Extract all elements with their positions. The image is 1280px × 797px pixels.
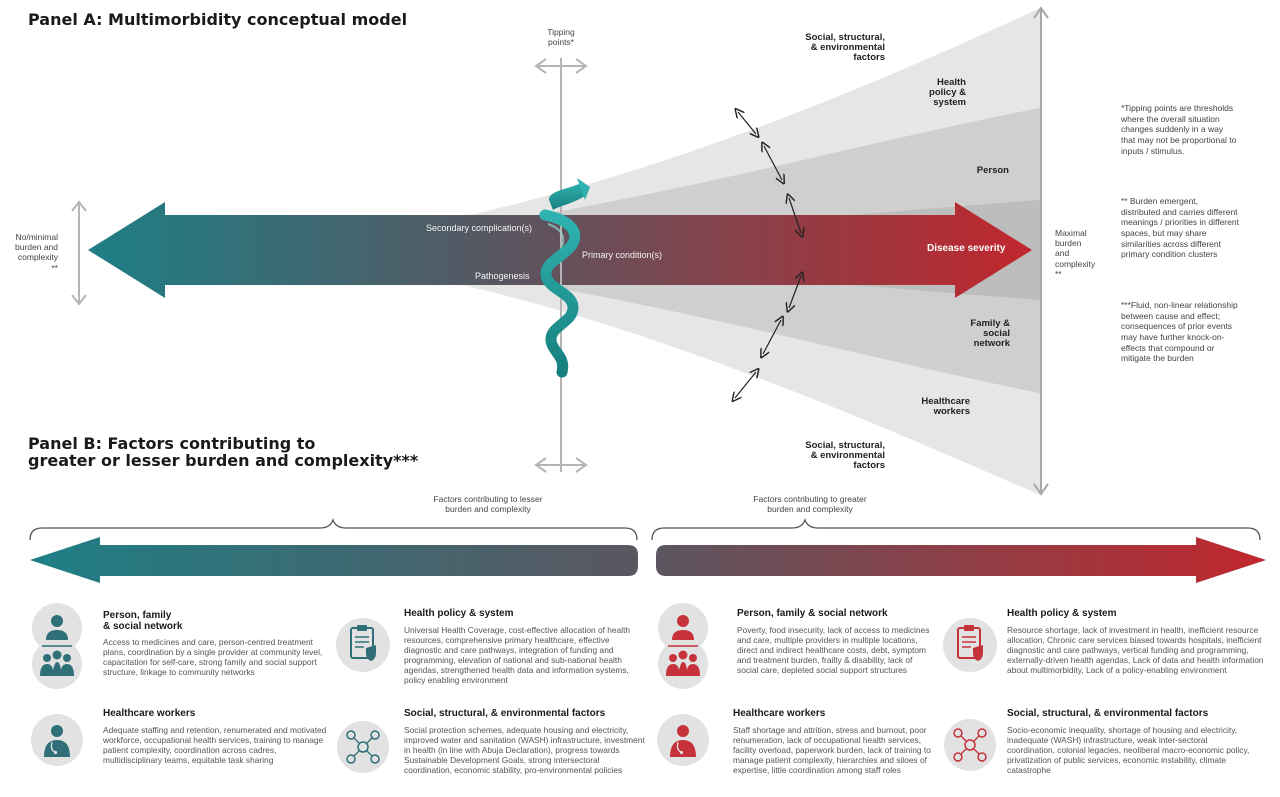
factor-body: Poverty, food insecurity, lack of access… (737, 625, 930, 675)
layer-ssef-top: Social, structural, & environmental fact… (805, 32, 885, 63)
person-family-icon (32, 603, 82, 689)
footnote-tipping: *Tipping points are thresholds where the… (1121, 103, 1237, 156)
footnote-burden: ** Burden emergent, distributed and carr… (1121, 196, 1239, 260)
disease-severity-label: Disease severity (927, 243, 1006, 254)
primary-conditions-label: Primary condition(s) (582, 250, 663, 260)
lesser-factors-label: Factors contributing to lesser burden an… (433, 494, 543, 515)
factor-heading: Social, structural, & environmental fact… (1007, 708, 1209, 719)
greater-person-block: Person, family & social network Poverty,… (737, 608, 935, 676)
panel-a-title: Panel A: Multimorbidity conceptual model (28, 10, 408, 29)
factor-body: Socio-economic inequality, shortage of h… (1007, 725, 1250, 775)
clipboard-shield-icon (336, 618, 390, 672)
layer-family-social: Family & social network (970, 318, 1010, 349)
clipboard-shield-icon (943, 618, 997, 672)
layer-healthcare-workers: Healthcare workers (921, 396, 970, 417)
lesser-arrow (30, 537, 638, 583)
layer-health-policy: Health policy & system (929, 77, 966, 108)
factor-heading: Health policy & system (1007, 608, 1117, 619)
interaction-arrows (735, 112, 801, 398)
pathogenesis-label: Pathogenesis (475, 271, 530, 281)
lesser-ssef-block: Social, structural, & environmental fact… (404, 708, 646, 776)
doctor-icon (657, 714, 709, 766)
panel-b-title: Panel B: Factors contributing to greater… (28, 434, 419, 470)
lesser-policy-block: Health policy & system Universal Health … (404, 608, 638, 685)
min-burden-axis (71, 200, 87, 306)
layer-ssef-bottom: Social, structural, & environmental fact… (805, 440, 885, 471)
layer-person: Person (976, 165, 1009, 176)
greater-arrow (656, 537, 1266, 583)
factor-body: Resource shortage, lack of investment in… (1007, 625, 1264, 675)
maximal-burden-label: Maximal burden and complexity ** (1055, 228, 1096, 279)
helix-icon (539, 178, 590, 378)
network-icon (944, 719, 996, 771)
lesser-person-block: Person, family & social network Access t… (103, 610, 325, 678)
factor-body: Universal Health Coverage, cost-effectiv… (404, 625, 631, 685)
secondary-complications-label: Secondary complication(s) (426, 223, 533, 233)
greater-policy-block: Health policy & system Resource shortage… (1007, 608, 1269, 676)
tipping-points-axis (534, 58, 588, 473)
no-minimal-burden-label: No/minimal burden and complexity ** (14, 232, 58, 273)
greater-factors-label: Factors contributing to greater burden a… (753, 494, 867, 515)
factor-heading: Person, family & social network (103, 610, 183, 632)
greater-brace (651, 518, 1261, 541)
network-icon (337, 721, 389, 773)
lesser-brace (29, 518, 638, 541)
factor-heading: Healthcare workers (103, 708, 196, 719)
factor-heading: Person, family & social network (737, 608, 888, 619)
lesser-workers-block: Healthcare workers Adequate staffing and… (103, 708, 331, 766)
factor-heading: Healthcare workers (733, 708, 826, 719)
factor-heading: Health policy & system (404, 608, 514, 619)
factor-body: Staff shortage and attrition, stress and… (733, 725, 931, 775)
factor-body: Social protection schemes, adequate hous… (404, 725, 645, 775)
tipping-points-label: Tipping points* (547, 27, 575, 47)
person-family-icon (658, 603, 708, 689)
factor-heading: Social, structural, & environmental fact… (404, 708, 606, 719)
factor-body: Adequate staffing and retention, renumer… (103, 725, 327, 765)
max-burden-axis (1033, 6, 1049, 496)
greater-ssef-block: Social, structural, & environmental fact… (1007, 708, 1253, 776)
factor-body: Access to medicines and care, person-cen… (103, 637, 323, 677)
footnote-nonlinear: ***Fluid, non-linear relationship betwee… (1121, 300, 1238, 364)
greater-workers-block: Healthcare workers Staff shortage and at… (733, 708, 939, 776)
doctor-icon (31, 714, 83, 766)
